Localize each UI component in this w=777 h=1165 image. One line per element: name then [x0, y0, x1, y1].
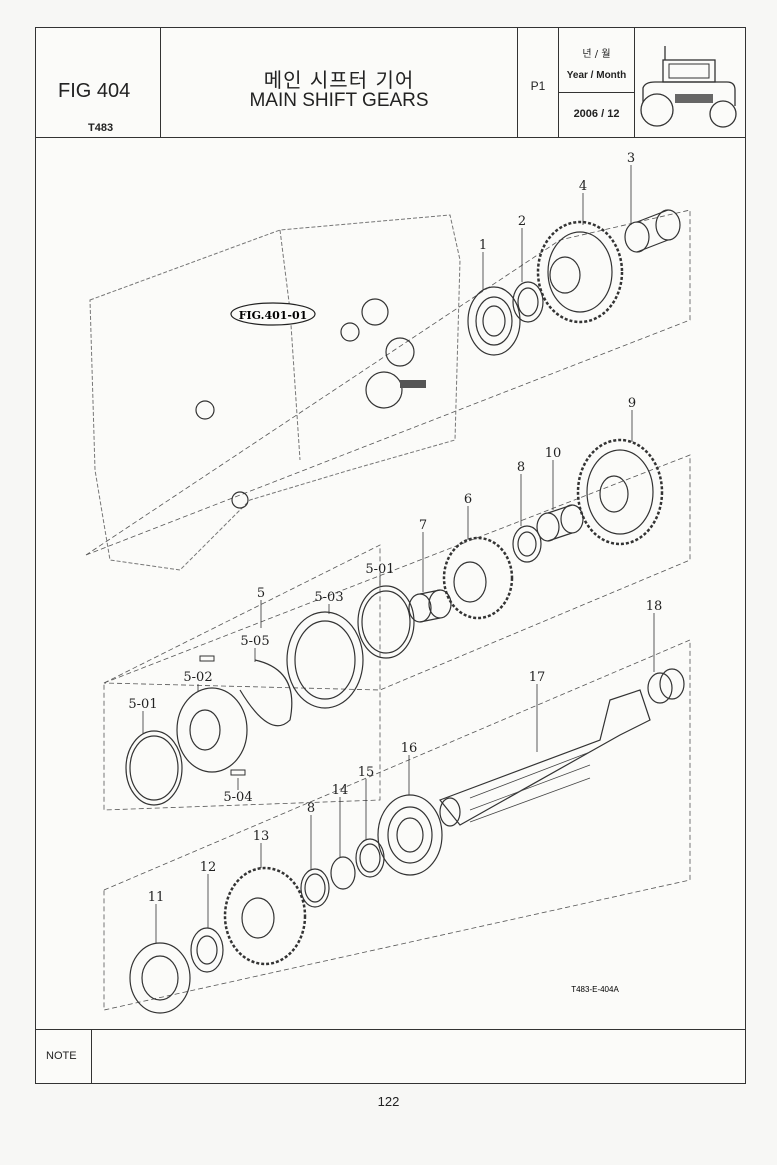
title-korean: 메인 시프터 기어	[263, 68, 415, 92]
washer-8-upper	[512, 525, 542, 563]
snap-ring-14	[330, 856, 356, 890]
date-divider	[559, 92, 634, 93]
bearing-1	[467, 286, 521, 356]
date-label-english: Year / Month	[566, 70, 627, 81]
tractor-icon	[640, 46, 737, 128]
label-5-03: 5-03	[314, 590, 343, 605]
label-5-01-upper: 5-01	[365, 562, 394, 577]
label-16: 16	[401, 741, 418, 756]
label-13: 13	[253, 829, 270, 844]
date-label-korean: 년 / 월	[582, 49, 611, 60]
thumbnail-cell	[635, 28, 745, 137]
sheet-page: P1	[530, 79, 546, 93]
title-block: FIG 404 T483 메인 시프터 기어 MAIN SHIFT GEARS …	[36, 28, 745, 138]
page-number: 122	[377, 1094, 400, 1109]
title-english: MAIN SHIFT GEARS	[249, 90, 429, 111]
hub-5-02	[176, 655, 248, 773]
snap-ring-5-01-lower	[125, 730, 183, 806]
gear-9	[576, 438, 664, 546]
label-6: 6	[464, 492, 472, 507]
transmission-housing	[89, 214, 461, 571]
group-outline-dashes	[85, 209, 691, 1011]
snap-ring-5-01-upper	[357, 585, 415, 659]
date-value: 2006 / 12	[573, 108, 620, 120]
label-3: 3	[627, 151, 635, 166]
figure-number: FIG 404	[58, 80, 131, 102]
bearing-12	[190, 927, 224, 973]
model-code: T483	[88, 122, 114, 134]
label-2: 2	[518, 214, 526, 229]
label-1: 1	[479, 238, 487, 253]
note-row: NOTE	[36, 1029, 745, 1084]
washer-8-lower	[300, 868, 330, 908]
drawing-code: T483-E-404A	[571, 985, 619, 994]
washer-15	[355, 838, 385, 878]
sleeve-7	[408, 589, 452, 623]
drawing-frame: FIG 404 T483 메인 시프터 기어 MAIN SHIFT GEARS …	[35, 27, 746, 1084]
label-10: 10	[545, 446, 562, 461]
label-5-02: 5-02	[183, 670, 212, 685]
label-9: 9	[628, 396, 636, 411]
gear-4	[536, 220, 624, 324]
bearing-18	[647, 668, 685, 704]
title-cell: 메인 시프터 기어 MAIN SHIFT GEARS	[161, 28, 518, 137]
label-18: 18	[646, 599, 663, 614]
sleeve-5-03	[286, 611, 364, 709]
key-5-04	[230, 769, 246, 776]
label-8-upper: 8	[517, 460, 525, 475]
label-14: 14	[332, 783, 349, 798]
bearing-16	[377, 794, 443, 876]
label-5: 5	[257, 586, 265, 601]
label-7: 7	[419, 518, 427, 533]
gear-13	[223, 866, 307, 966]
leader-lines	[142, 165, 655, 943]
page-cell: P1	[518, 28, 559, 137]
sleeve-3	[624, 209, 681, 253]
sleeve-10	[536, 504, 584, 542]
label-8-lower: 8	[307, 801, 315, 816]
label-11: 11	[148, 890, 165, 905]
callout-labels: 1 2 3 4 5 5-01 5-01 5-02 5-03 5-04 5-05 …	[128, 151, 662, 905]
label-5-05: 5-05	[240, 634, 269, 649]
label-5-04: 5-04	[223, 790, 252, 805]
date-cell: 년 / 월 Year / Month 2006 / 12	[559, 28, 635, 137]
ref-tag-text: FIG.401-01	[239, 309, 308, 322]
label-17: 17	[529, 670, 546, 685]
gear-6	[442, 536, 514, 620]
shaft-17	[439, 689, 651, 827]
label-12: 12	[200, 860, 217, 875]
label-5-01-lower: 5-01	[128, 697, 157, 712]
washer-2	[512, 281, 544, 323]
spring-5-05	[239, 659, 293, 727]
note-label: NOTE	[46, 1050, 77, 1062]
bearing-11	[129, 942, 191, 1014]
ref-tag-badge: FIG.401-01	[230, 302, 316, 326]
note-label-cell: NOTE	[36, 1030, 92, 1084]
figure-number-cell: FIG 404 T483	[36, 28, 161, 137]
label-4: 4	[579, 179, 587, 194]
label-15: 15	[358, 765, 375, 780]
